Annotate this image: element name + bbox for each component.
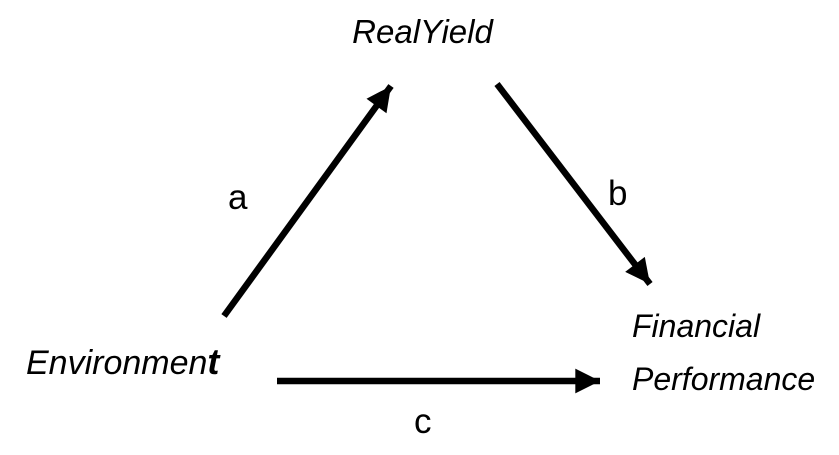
- arrow-a-environment-to-realyield: [221, 84, 394, 318]
- node-environment-text: Environmen: [26, 344, 208, 382]
- node-financial-line1: Financial: [632, 308, 761, 344]
- node-environment: Environment: [26, 340, 219, 384]
- arrow-b-realyield-to-financial: [494, 82, 653, 286]
- node-real-yield: RealYield: [352, 13, 493, 50]
- edge-label-b: b: [608, 174, 628, 213]
- node-environment-suffix: t: [207, 341, 220, 382]
- edge-label-c: c: [414, 402, 432, 441]
- node-financial-performance: Financial Performance: [632, 300, 815, 406]
- node-financial-line2: Performance: [632, 361, 816, 397]
- edge-label-a: a: [228, 178, 248, 217]
